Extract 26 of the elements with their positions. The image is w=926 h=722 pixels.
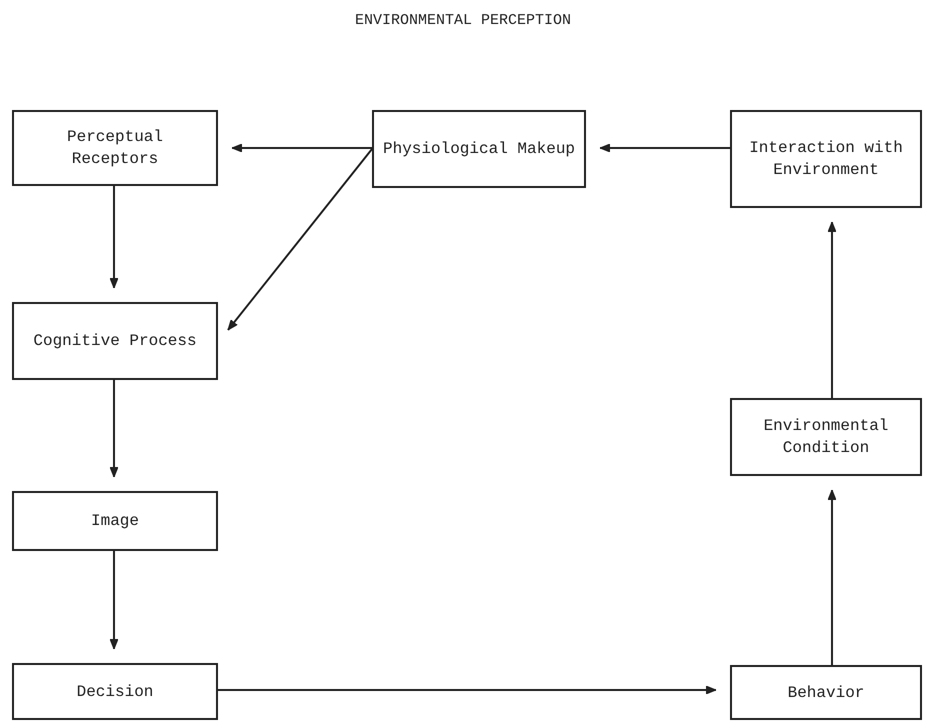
box-label: Cognitive Process <box>32 331 198 352</box>
arrow <box>218 686 716 694</box>
box-label: Physiological Makeup <box>382 139 576 160</box>
process-box <box>12 663 218 720</box>
arrow <box>110 551 118 650</box>
process-box <box>12 110 218 186</box>
diagram-title: ENVIRONMENTAL PERCEPTION <box>354 12 572 29</box>
process-box <box>730 110 922 208</box>
arrow <box>110 186 118 288</box>
process-box <box>372 110 586 188</box>
arrow <box>600 144 730 152</box>
arrow <box>828 490 836 665</box>
arrow <box>232 144 372 152</box>
process-box <box>12 491 218 551</box>
box-label: Interaction with Environment <box>748 138 904 181</box>
box-label: Environmental Condition <box>762 416 890 459</box>
arrow <box>227 148 373 331</box>
process-box <box>730 665 922 720</box>
box-label: Perceptual Receptors <box>66 127 164 170</box>
process-box <box>730 398 922 476</box>
box-label: Image <box>90 511 140 532</box>
arrow <box>828 222 836 398</box>
box-label: Decision <box>76 682 154 702</box>
arrow <box>110 380 118 478</box>
box-label: Behavior <box>786 682 866 704</box>
process-box <box>12 302 218 380</box>
